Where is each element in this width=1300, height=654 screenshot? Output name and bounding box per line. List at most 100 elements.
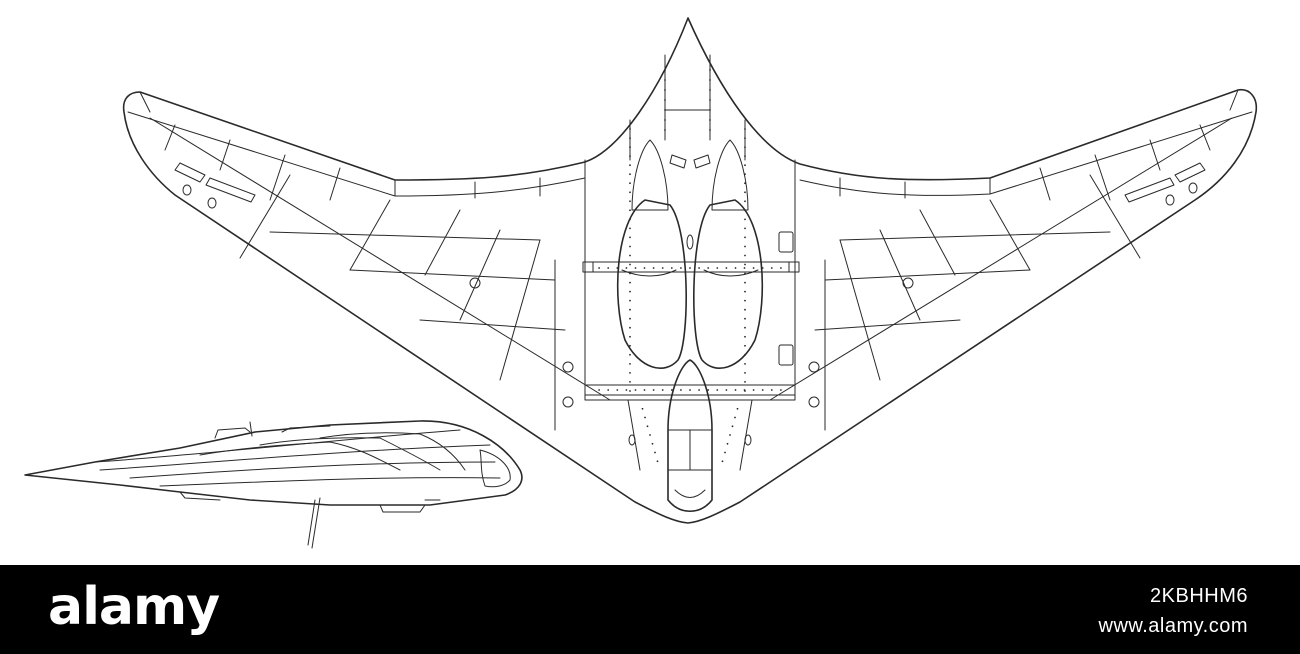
rivet [744, 209, 746, 212]
rivet [649, 434, 651, 436]
rivet [664, 109, 666, 111]
rivet [689, 267, 691, 269]
rivet [743, 267, 746, 269]
rivet [629, 254, 631, 257]
rivet [716, 389, 719, 391]
rivet [664, 79, 666, 81]
rivet [629, 353, 631, 356]
rivet [707, 389, 710, 391]
rivet [641, 407, 644, 410]
rivet [629, 128, 631, 130]
rivet [634, 267, 637, 269]
rivet [731, 425, 734, 428]
rivet [607, 389, 610, 391]
rivet [744, 353, 746, 356]
aircraft-line-drawing [24, 17, 1258, 549]
rivet [716, 267, 719, 269]
rivet [629, 335, 631, 338]
rivet [744, 308, 746, 311]
rivet [670, 267, 673, 269]
rivet [644, 416, 646, 419]
rivet [629, 146, 631, 149]
rivet [629, 191, 631, 194]
rivet [709, 99, 711, 101]
rivet [629, 200, 631, 203]
rivet [734, 267, 737, 269]
rivet [721, 460, 724, 463]
rivet [725, 267, 728, 269]
rivet [629, 173, 631, 176]
rivet [744, 155, 746, 158]
site-url-label: www.alamy.com [1098, 615, 1248, 637]
rivet [634, 389, 637, 391]
rivet [770, 389, 773, 391]
rivet [664, 89, 666, 91]
rivet [709, 89, 711, 91]
rivet [744, 236, 746, 239]
rivet [744, 372, 746, 374]
rivet [629, 290, 631, 293]
rivet [625, 389, 628, 391]
top-view-planform [122, 17, 1258, 524]
rivet [629, 281, 631, 284]
watermark-footer: alamy 2KBHHM6 www.alamy.com [0, 565, 1300, 654]
rivet [616, 389, 619, 391]
rivet [770, 267, 773, 269]
rivet [629, 263, 631, 266]
rivet [736, 407, 739, 410]
rivet [744, 326, 746, 329]
rivet [629, 155, 631, 158]
rivet [780, 267, 782, 269]
rivet [709, 119, 711, 121]
rivet [698, 267, 700, 269]
rivet [726, 442, 729, 445]
rivet [744, 191, 746, 194]
rivet [646, 425, 649, 428]
rivet [744, 182, 746, 185]
rivet [744, 381, 746, 383]
rivet [743, 389, 746, 391]
rivet [725, 389, 728, 391]
rivet [629, 308, 631, 311]
rivet [744, 173, 746, 176]
rivet [629, 137, 631, 140]
rivet [629, 227, 631, 230]
rivet [629, 272, 631, 275]
rivet [734, 389, 737, 391]
rivet [744, 335, 746, 338]
rivet [752, 267, 755, 269]
rivet [598, 267, 600, 269]
rivet [625, 267, 628, 269]
rivet [698, 389, 700, 391]
rivet [761, 389, 764, 391]
rivet [664, 69, 666, 71]
rivet [752, 389, 755, 391]
image-id-label: 2KBHHM6 [1150, 585, 1248, 607]
rivet [729, 434, 731, 436]
rivet [744, 290, 746, 293]
rivet [629, 372, 631, 374]
rivet [689, 389, 691, 391]
rivet [707, 267, 710, 269]
rivet [629, 317, 631, 320]
rivet [744, 245, 746, 248]
rivet [629, 390, 631, 392]
rivet [744, 344, 746, 347]
side-view-profile [24, 420, 523, 549]
rivet [629, 236, 631, 239]
rivet [654, 451, 656, 454]
rivet [680, 267, 682, 269]
rivet [629, 344, 631, 347]
rivet [744, 317, 746, 320]
rivet [709, 79, 711, 81]
rivet [629, 182, 631, 185]
rivet [651, 442, 654, 445]
rivet [616, 267, 619, 269]
rivet [629, 363, 631, 365]
rivet-lines [598, 69, 782, 463]
rivet [629, 245, 631, 248]
rivet [629, 381, 631, 383]
rivet [656, 460, 659, 463]
rivet [643, 267, 646, 269]
rivet [661, 389, 664, 391]
